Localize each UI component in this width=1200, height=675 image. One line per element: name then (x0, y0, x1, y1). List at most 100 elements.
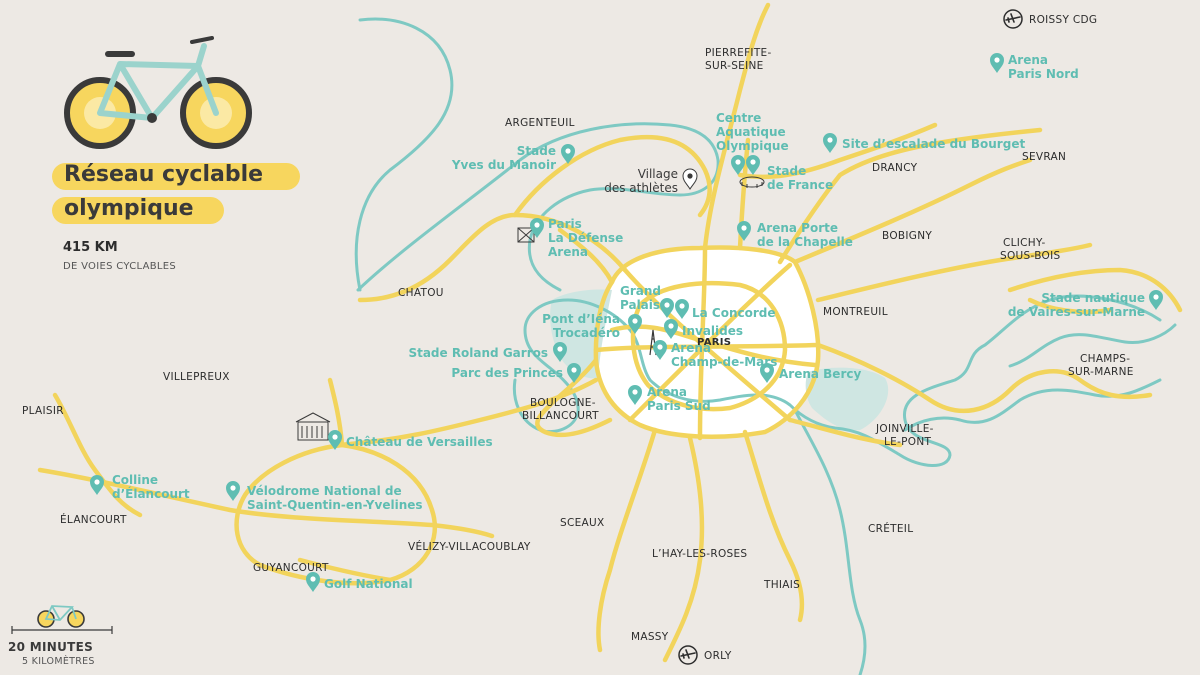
map-pin-icon (628, 385, 642, 405)
map-pin-icon (530, 218, 544, 238)
route-paris-ns (697, 245, 708, 441)
town-velizy: VÉLIZY-VILLACOUBLAY (408, 540, 531, 553)
town-joinville: JOINVILLE-LE-PONT (875, 423, 934, 448)
route-argenteuil (512, 134, 712, 218)
km-value: 415 KM (63, 240, 118, 255)
map-pin-icon (328, 430, 342, 450)
town-paris: PARIS (697, 337, 731, 348)
plane-icon (1005, 13, 1021, 23)
airport-roissy: ROISSY CDG (1003, 9, 1097, 29)
route-west-2 (52, 392, 143, 518)
route-south-1 (596, 427, 658, 653)
map-pin-icon (553, 342, 567, 362)
venue-versailles: Château de Versailles (346, 435, 493, 449)
venue-golf-national: Golf National (324, 577, 413, 591)
route-vaires (1027, 297, 1113, 315)
bicycle-icon (64, 36, 252, 149)
route-paris-diag2 (627, 262, 793, 423)
airport-orly-label: ORLY (704, 650, 732, 662)
route-paris-ew (593, 342, 821, 353)
map-pin-icon (561, 144, 575, 164)
map-pin-icon (664, 319, 678, 339)
route-defense (557, 227, 615, 285)
title-block: Réseau cyclable olympique (52, 158, 300, 226)
map-pin-icon (737, 221, 751, 241)
town-bobigny: BOBIGNY (882, 230, 932, 242)
map-pin-icon (653, 340, 667, 360)
town-boulogne: BOULOGNE-BILLANCOURT (522, 397, 599, 422)
route-ne (792, 157, 1033, 265)
map-pin-icon (675, 299, 689, 319)
town-montreuil: MONTREUIL (823, 306, 888, 318)
venue-concorde: La Concorde (692, 306, 776, 320)
chateau-icon (295, 412, 331, 441)
route-north-west (357, 212, 628, 303)
route-west-1 (37, 467, 495, 539)
town-labels: ARGENTEUIL PIERREFITE-SUR-SEINE DRANCY S… (22, 47, 1134, 643)
town-massy: MASSY (631, 631, 669, 643)
route-south-2 (662, 435, 705, 663)
route-inner-ring (630, 280, 788, 412)
town-villepreux: VILLEPREUX (163, 371, 230, 383)
map-pin-icon (823, 133, 837, 153)
marne-east (1008, 323, 1177, 368)
route-east-2 (815, 342, 1153, 414)
map-pin-icon (682, 168, 698, 190)
map-pin-icon (1149, 290, 1163, 310)
scale-minutes: 20 MINUTES (8, 640, 94, 654)
venue-parc-des-princes: Parc des Princes (451, 366, 563, 380)
map-pin-icon (746, 155, 760, 175)
venue-bourget: Site d’escalade du Bourget (842, 137, 1025, 151)
seine-upper-loop (354, 17, 454, 292)
route-sqy-loop (234, 442, 438, 586)
route-north-1 (702, 2, 771, 251)
town-plaisir: PLAISIR (22, 405, 64, 417)
route-versailles (337, 377, 599, 448)
town-argenteuil: ARGENTEUIL (505, 117, 575, 129)
title-line-2: olympique (64, 196, 194, 221)
arena-icon (517, 227, 535, 243)
cycling-routes (37, 2, 1183, 663)
route-east-1 (815, 242, 1093, 303)
town-drancy: DRANCY (872, 162, 918, 174)
map-pin-icon (306, 572, 320, 592)
map-pin-icon (760, 363, 774, 383)
map-pin-icon (90, 475, 104, 495)
map-pin-icon (731, 155, 745, 175)
route-golf (297, 557, 393, 583)
town-lhay: L’HAY-LES-ROSES (652, 548, 747, 560)
route-stade-france (737, 122, 938, 180)
seine-south (793, 408, 867, 675)
map-pin-icon (660, 298, 674, 318)
seine-river (512, 294, 1162, 467)
venue-bercy: Arena Bercy (779, 367, 861, 381)
route-joinville (787, 417, 903, 448)
map-pin-icon (226, 481, 240, 501)
scale-bicycle-icon (11, 605, 113, 634)
town-chatou: CHATOU (398, 287, 444, 299)
town-clichy: CLICHY-SOUS-BOIS (1000, 237, 1060, 262)
stadium-icon (739, 176, 765, 188)
town-creteil: CRÉTEIL (868, 522, 913, 535)
town-sevran: SEVRAN (1022, 151, 1066, 163)
route-north-3 (777, 127, 1043, 265)
map-pin-icon (990, 53, 1004, 73)
route-south-3 (742, 429, 805, 623)
town-champs: CHAMPS-SUR-MARNE (1068, 353, 1134, 378)
venue-roland-garros: Stade Roland Garros (408, 346, 548, 360)
town-elancourt: ÉLANCOURT (60, 513, 127, 526)
